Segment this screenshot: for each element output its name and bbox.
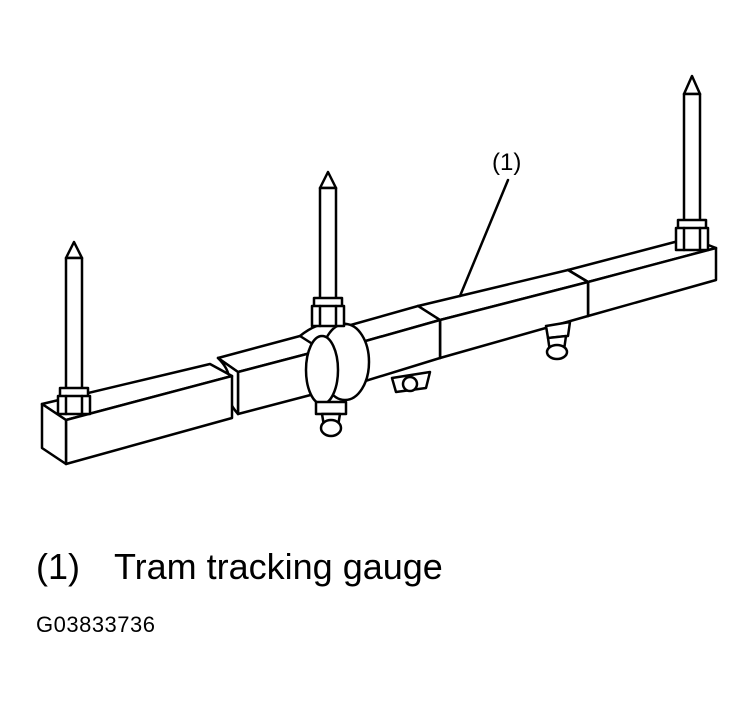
wing-nut-knob: [314, 400, 348, 438]
callout-leader-line: [458, 178, 510, 298]
figure-code: G03833736: [36, 612, 156, 637]
center-clamp: [298, 321, 371, 406]
bar-sleeve: [338, 304, 442, 384]
pointer-pin-center: [310, 170, 346, 328]
legend-number: (1): [36, 546, 80, 587]
pointer-pin-right: [674, 74, 710, 252]
legend-entry: (1) Tram tracking gauge: [36, 545, 443, 589]
callout-label-1: (1): [492, 149, 521, 176]
wing-nut-knob: [544, 320, 572, 361]
legend-label: Tram tracking gauge: [114, 546, 443, 587]
pointer-pin-left: [56, 240, 92, 416]
wing-nut-knob: [390, 370, 432, 394]
tram-gauge-illustration: (1): [40, 74, 718, 466]
